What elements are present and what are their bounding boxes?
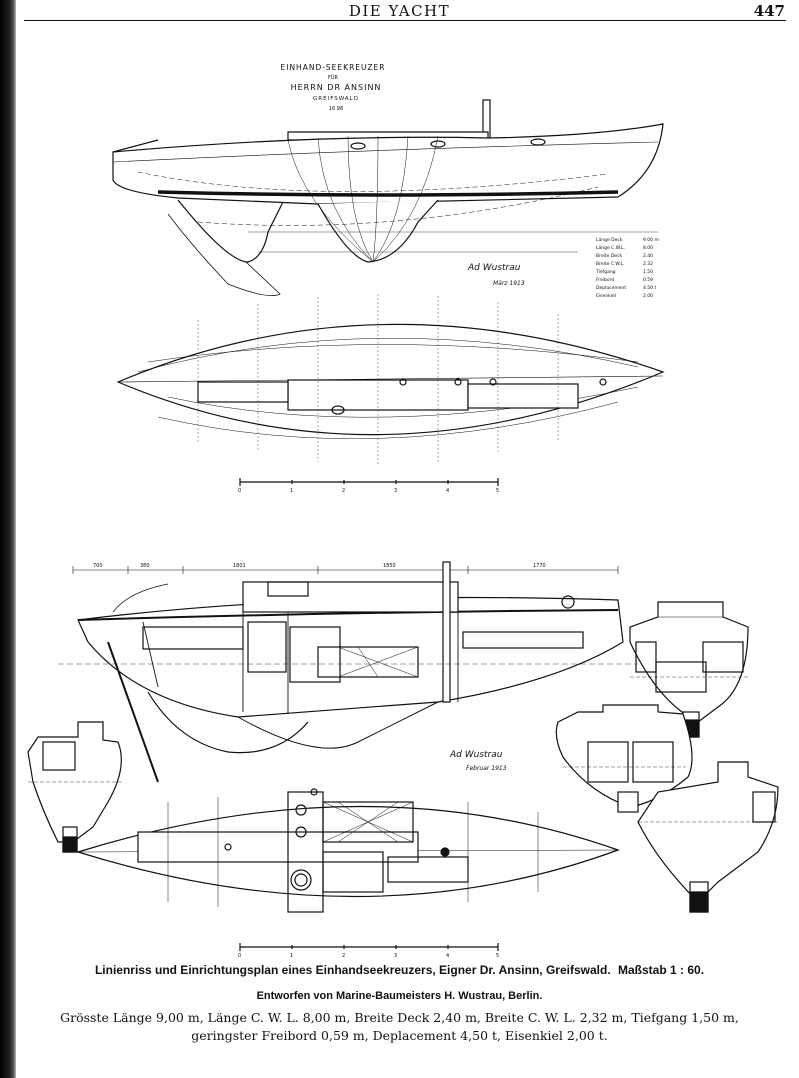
svg-text:1: 1 xyxy=(290,488,293,494)
yacht-plans-drawing: EINHAND-SEEKREUZER FÜR HERRN DR ANSINN G… xyxy=(27,63,779,959)
svg-text:Deplacement: Deplacement xyxy=(596,285,626,291)
interior-deck-plan xyxy=(75,788,620,913)
signature-top: Ad Wustrau xyxy=(467,263,521,273)
figure-caption-designer: Entworfen von Marine-Baumeisters H. Wust… xyxy=(256,990,543,1002)
deck-half-breadth-plan xyxy=(116,294,665,464)
figure-caption-dimensions-2: geringster Freibord 0,59 m, Deplacement … xyxy=(191,1028,608,1043)
svg-text:1850: 1850 xyxy=(383,563,396,569)
sheet-title-block: EINHAND-SEEKREUZER FÜR HERRN DR ANSINN G… xyxy=(281,63,386,112)
svg-text:Freibord: Freibord xyxy=(596,277,614,283)
page-number: 447 xyxy=(753,2,785,20)
caption-scale-text: Maßstab 1 : 60. xyxy=(618,963,705,977)
header-rule xyxy=(24,20,786,21)
svg-text:3: 3 xyxy=(394,488,397,494)
svg-text:5: 5 xyxy=(496,488,499,494)
figure-caption-dimensions-1: Grösste Länge 9,00 m, Länge C. W. L. 8,0… xyxy=(60,1010,739,1025)
svg-text:9.00 m: 9.00 m xyxy=(643,237,659,243)
dimensions-table: Länge Deck 9.00 m Länge C.W.L. 8.00 Breite… xyxy=(595,237,659,299)
svg-text:0.59: 0.59 xyxy=(643,277,653,283)
station-dimension-line xyxy=(72,566,619,574)
book-binding-shadow xyxy=(0,0,16,1078)
svg-text:2: 2 xyxy=(342,488,345,494)
profile-lines-plan xyxy=(112,99,664,297)
sheet-title-line3: HERRN DR ANSINN xyxy=(291,83,382,92)
interior-profile-plan xyxy=(58,561,638,783)
svg-text:1.50: 1.50 xyxy=(643,269,653,275)
svg-text:4: 4 xyxy=(446,953,449,959)
svg-text:380: 380 xyxy=(140,563,150,569)
svg-text:1: 1 xyxy=(290,953,293,959)
svg-text:4.50 t: 4.50 t xyxy=(643,285,656,291)
sheet-title-line2: FÜR xyxy=(328,74,339,81)
svg-text:0: 0 xyxy=(238,953,241,959)
sheet-title-line5: 16.98 xyxy=(329,106,343,112)
svg-text:3: 3 xyxy=(394,953,397,959)
scale-bar-top xyxy=(239,478,499,486)
svg-text:8.00: 8.00 xyxy=(643,245,653,251)
svg-text:2.32: 2.32 xyxy=(643,261,653,267)
caption-title-text: Linienriss und Einrichtungsplan eines Ei… xyxy=(94,963,611,977)
svg-text:2: 2 xyxy=(342,953,345,959)
svg-text:Breite C.W.L.: Breite C.W.L. xyxy=(596,261,625,267)
svg-text:Länge C.W.L.: Länge C.W.L. xyxy=(596,245,625,251)
sheet-title-line1: EINHAND-SEEKREUZER xyxy=(281,63,386,72)
cross-section-aft xyxy=(637,761,779,913)
sheet-title-line4: GREIFSWALD xyxy=(313,96,359,102)
svg-text:Eisenkiel: Eisenkiel xyxy=(596,293,616,299)
svg-text:1801: 1801 xyxy=(233,563,246,569)
svg-text:700: 700 xyxy=(93,563,103,569)
signature-bottom: Ad Wustrau xyxy=(449,750,503,760)
svg-text:1770: 1770 xyxy=(533,563,546,569)
signature-top-date: März 1913 xyxy=(493,280,525,287)
svg-text:0: 0 xyxy=(238,488,241,494)
signature-bottom-date: Februar 1913 xyxy=(466,765,507,772)
svg-text:5: 5 xyxy=(496,953,499,959)
running-header-title: DIE YACHT xyxy=(348,2,451,20)
cross-section-stern xyxy=(27,721,123,853)
svg-text:Tiefgang: Tiefgang xyxy=(595,269,616,275)
svg-text:2.00: 2.00 xyxy=(643,293,653,299)
svg-text:Länge Deck: Länge Deck xyxy=(596,237,623,243)
svg-text:2.40: 2.40 xyxy=(643,253,653,259)
svg-text:4: 4 xyxy=(446,488,449,494)
scale-bar-bottom xyxy=(239,943,499,951)
figure-caption-title: Linienriss und Einrichtungsplan eines Ei… xyxy=(0,963,799,977)
cross-section-mid xyxy=(555,704,693,813)
svg-text:Breite Deck: Breite Deck xyxy=(596,253,623,259)
